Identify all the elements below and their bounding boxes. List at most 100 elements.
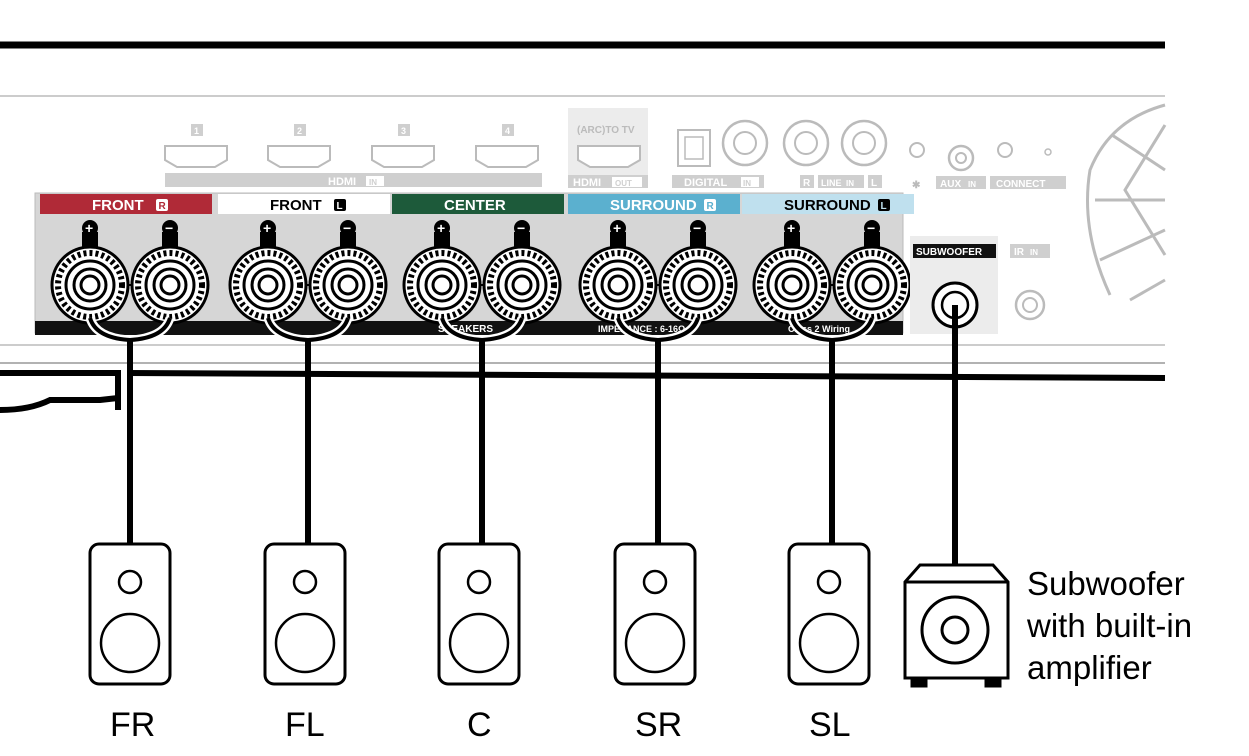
terminal-hole [861, 274, 883, 296]
hdmi-out-badge-text: OUT [615, 179, 632, 188]
hdmi-port-number-badge [502, 124, 514, 136]
aux-bar [936, 176, 986, 189]
digital-label: DIGITAL [684, 177, 727, 189]
line-l-badge [868, 175, 882, 188]
channel-header-1 [218, 194, 390, 214]
channel-name: CENTER [444, 197, 506, 214]
plus-sign: + [85, 220, 93, 236]
channel-header-2 [392, 194, 564, 214]
terminal-hole [511, 274, 533, 296]
subwoofer-caption-2: with built-in [1026, 607, 1192, 644]
hdmi-in-port[interactable] [475, 145, 539, 168]
speaker-icon [263, 542, 347, 686]
plus-sign: + [613, 220, 621, 236]
terminal-knurl [407, 250, 477, 320]
terminal-knurl [135, 250, 205, 320]
line-in-l-inner [852, 131, 876, 155]
connect-button[interactable] [997, 142, 1013, 158]
channel-header-4 [742, 194, 914, 214]
terminal-hole [337, 274, 359, 296]
bluetooth-icon: ✱ [912, 180, 921, 191]
channel-header-3 [568, 194, 740, 214]
hdmi-port-number-badge [294, 124, 306, 136]
speaker-woofer [798, 612, 860, 674]
terminal-knurl [757, 250, 827, 320]
line-in-r-jack[interactable] [782, 119, 830, 167]
channel-badge: R [159, 201, 167, 212]
subwoofer-icon [903, 563, 1010, 688]
ir-in-inner [1022, 297, 1038, 313]
line-in-l-jack[interactable] [840, 119, 888, 167]
speaker-woofer [624, 612, 686, 674]
terminal-hole [159, 274, 181, 296]
terminal-hole [607, 274, 629, 296]
ir-in-badge-text: IN [1030, 248, 1038, 257]
digital-optical-port[interactable] [677, 129, 711, 167]
minus-sign: − [343, 220, 351, 236]
line-in-badge [818, 175, 864, 188]
terminal-hole [687, 274, 709, 296]
channel-badge-bg [878, 199, 890, 211]
aux-jack[interactable] [947, 144, 975, 172]
receiver-chassis-line [0, 370, 1166, 413]
aux-label: AUX [940, 179, 961, 190]
terminal-hole [781, 274, 803, 296]
subwoofer-caption-1: Subwoofer [1027, 565, 1185, 602]
ir-label: IR [1014, 247, 1025, 258]
hdmi-in-port[interactable] [267, 145, 331, 168]
terminal-knurl [55, 250, 125, 320]
connect-label: CONNECT [996, 179, 1045, 190]
plus-sign: + [787, 220, 795, 236]
hdmi-port-number: 2 [297, 126, 302, 136]
minus-sign: − [165, 220, 173, 236]
speakers-footer-text: SPEAKERS [438, 324, 493, 335]
terminal-hole [257, 274, 279, 296]
minus-sign: − [867, 220, 875, 236]
speaker-tweeter [642, 569, 668, 595]
small-jack-1[interactable] [909, 142, 925, 158]
channel-badge: L [337, 201, 343, 212]
hdmi-out-port[interactable] [577, 145, 641, 168]
aux-in-badge-text: IN [968, 180, 976, 189]
hdmi-port-number-badge [191, 124, 203, 136]
hdmi-port-number: 1 [194, 126, 199, 136]
terminal-knurl [487, 250, 557, 320]
line-l-text: L [871, 178, 877, 189]
speaker-icon [613, 542, 697, 686]
hdmi-out-badge [612, 177, 642, 187]
coax-jack-1[interactable] [721, 119, 769, 167]
hdmi-in-label: HDMI [328, 176, 356, 188]
speaker-icon [88, 542, 172, 686]
arc-label: (ARC)TO TV [577, 125, 635, 136]
wiring-text: Class 2 Wiring [788, 324, 850, 334]
speaker-woofer [274, 612, 336, 674]
channel-name: SURROUND [784, 197, 871, 214]
hdmi-port-number: 3 [401, 126, 406, 136]
terminal-knurl [233, 250, 303, 320]
speaker-label: FR [110, 706, 155, 744]
speaker-tweeter [292, 569, 318, 595]
digital-in-badge [741, 177, 759, 187]
speaker-label: FL [285, 706, 325, 744]
line-in-r-inner [794, 131, 818, 155]
terminal-knurl [313, 250, 383, 320]
hdmi-out-label: HDMI [573, 177, 601, 189]
hdmi-in-badge-text: IN [369, 178, 377, 187]
minus-sign: − [693, 220, 701, 236]
channel-name: SURROUND [610, 197, 697, 214]
hdmi-in-badge [366, 176, 384, 186]
terminal-knurl [583, 250, 653, 320]
speaker-icon [437, 542, 521, 686]
speaker-woofer [448, 612, 510, 674]
plus-sign: + [437, 220, 445, 236]
speaker-label: C [467, 706, 492, 744]
ir-in-jack[interactable] [1014, 289, 1046, 321]
speaker-tweeter [816, 569, 842, 595]
impedance-text: IMPEDANCE : 6-16Ω [598, 324, 685, 334]
hdmi-port-number-badge [398, 124, 410, 136]
terminal-knurl [663, 250, 733, 320]
hdmi-in-port[interactable] [164, 145, 228, 168]
hdmi-in-port[interactable] [371, 145, 435, 168]
ir-bar [1010, 244, 1050, 258]
